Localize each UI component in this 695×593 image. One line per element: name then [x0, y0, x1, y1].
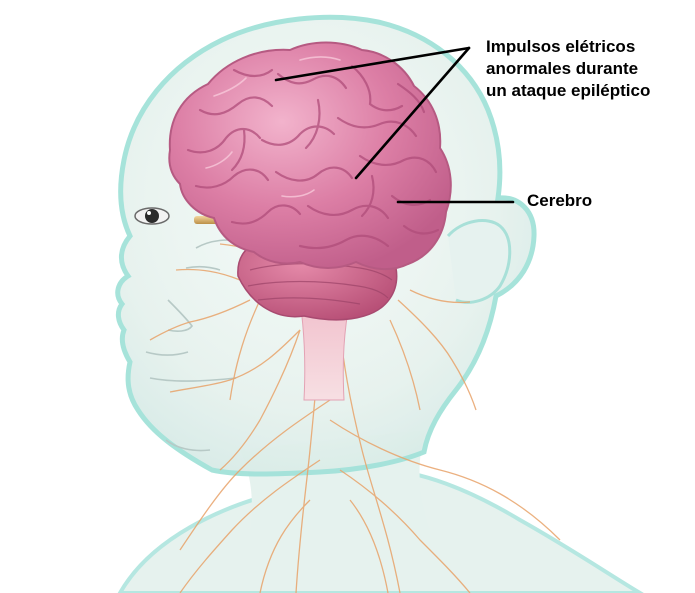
- left-eye: [135, 208, 169, 224]
- impulses-label-line-3: un ataque epiléptico: [486, 80, 650, 102]
- impulses-label-line-2: anormales durante: [486, 58, 650, 80]
- impulses-label-line-1: Impulsos elétricos: [486, 36, 650, 58]
- impulses-label: Impulsos elétricos anormales durante un …: [486, 36, 650, 102]
- brain-label: Cerebro: [527, 190, 592, 212]
